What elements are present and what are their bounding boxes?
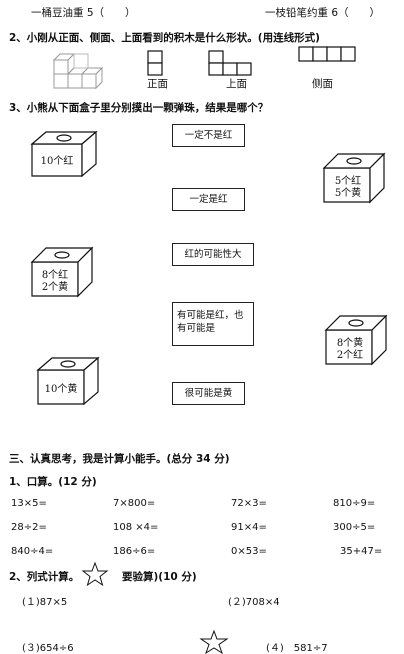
- marble-box-2-line-1: 8个红: [41, 270, 69, 281]
- statement-text-1: 一定不是红: [184, 130, 233, 141]
- oral-r2-c1: 28÷2=: [11, 522, 47, 533]
- marble-box-3: [36, 356, 100, 406]
- oral-r3-c3: 0×53=: [231, 546, 267, 557]
- star-icon: [81, 561, 109, 587]
- statement-box-2: 一定是红: [172, 188, 245, 211]
- section3-title: 三、认真思考，我是计算小能手。(总分 34 分): [9, 453, 230, 465]
- statement-box-1: 一定不是红: [172, 124, 245, 147]
- side-view-shape: [298, 46, 356, 62]
- oral-r3-c4: 35+47=: [340, 546, 383, 557]
- star-icon-2: [199, 629, 229, 654]
- view-label-front: 正面: [147, 78, 168, 90]
- statement-text-2: 一定是红: [189, 194, 228, 205]
- problem-4: (４) 581÷7: [266, 643, 328, 654]
- top-left-question: 一桶豆油重 5（ ）: [31, 7, 136, 19]
- statement-box-3: 红的可能性大: [172, 243, 254, 266]
- view-label-top: 上面: [226, 78, 247, 90]
- oral-r1-c4: 810÷9=: [333, 498, 376, 509]
- marble-box-2-line-2: 2个黄: [41, 282, 69, 293]
- problem-1: (１)87×5: [22, 597, 68, 608]
- marble-box-5-line-1: 8个黄: [336, 338, 364, 349]
- q3-title: 3、小熊从下面盒子里分别摸出一颗弹珠，结果是哪个？: [9, 102, 269, 114]
- marble-box-1: [30, 130, 98, 178]
- written-calc-title-suffix: 要验算)(10 分): [122, 571, 197, 583]
- problem-3: (３)654÷6: [22, 643, 74, 654]
- oral-r1-c2: 7×800=: [113, 498, 156, 509]
- top-view-shape: [208, 50, 252, 76]
- oral-r2-c2: 108 ×4=: [113, 522, 159, 533]
- statement-box-5: 很可能是黄: [172, 382, 245, 405]
- view-label-side: 侧面: [312, 78, 333, 90]
- marble-box-4-line-2: 5个黄: [334, 188, 362, 199]
- marble-box-3-line-1: 10个黄: [44, 384, 78, 395]
- oral-r2-c4: 300÷5=: [333, 522, 376, 533]
- front-view-shape: [147, 50, 163, 76]
- oral-r3-c1: 840÷4=: [11, 546, 54, 557]
- oral-r1-c3: 72×3=: [231, 498, 267, 509]
- marble-box-5: [324, 314, 388, 366]
- oral-r3-c2: 186÷6=: [113, 546, 156, 557]
- marble-box-4: [322, 152, 386, 204]
- problem-2: (２)708×4: [228, 597, 280, 608]
- marble-box-1-line-1: 10个红: [40, 156, 74, 167]
- oral-r1-c1: 13×5=: [11, 498, 47, 509]
- blocks-figure: [52, 52, 104, 90]
- q2-title: 2、小刚从正面、侧面、上面看到的积木是什么形状。(用连线形式): [9, 32, 320, 44]
- top-right-question: 一枝铅笔约重 6（ ）: [265, 7, 381, 19]
- statement-text-3: 红的可能性大: [184, 249, 242, 260]
- marble-box-2: [30, 246, 94, 298]
- marble-box-4-line-1: 5个红: [334, 176, 362, 187]
- written-calc-title: 2、列式计算。: [9, 571, 80, 583]
- oral-calc-title: 1、口算。(12 分): [9, 476, 97, 488]
- statement-text-4: 有可能是红，也有可能是: [177, 310, 244, 334]
- oral-r2-c3: 91×4=: [231, 522, 267, 533]
- marble-box-5-line-2: 2个红: [336, 350, 364, 361]
- statement-text-5: 很可能是黄: [184, 388, 233, 399]
- statement-box-4: 有可能是红，也有可能是: [172, 302, 254, 346]
